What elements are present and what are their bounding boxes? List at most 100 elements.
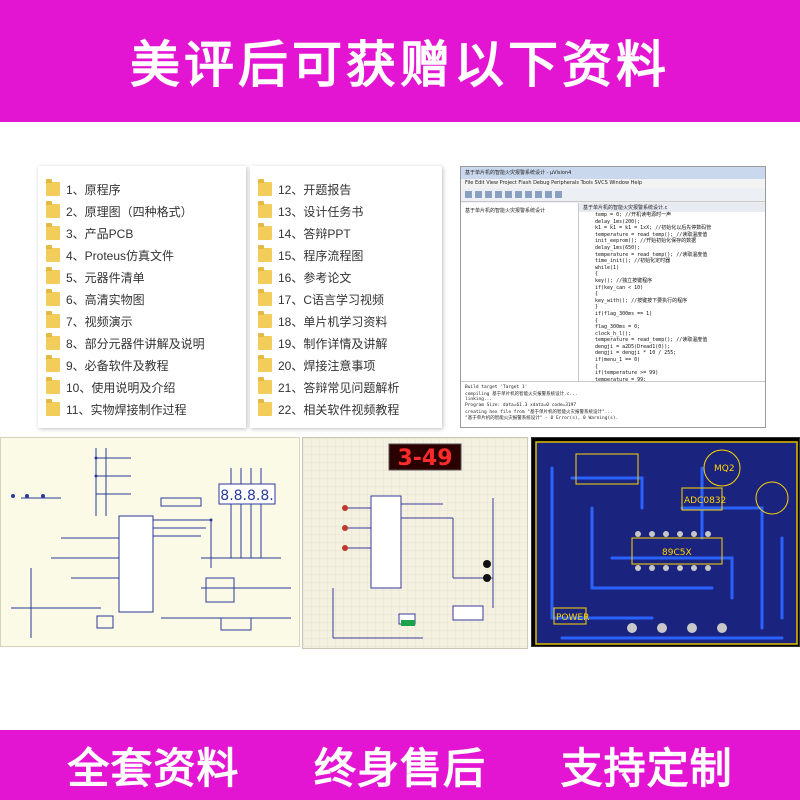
folder-item: 20、焊接注意事项 xyxy=(258,354,434,376)
code-line: { xyxy=(595,271,599,278)
folder-item: 6、高清实物图 xyxy=(46,288,238,310)
code-line: if(key_can < 10) xyxy=(595,284,644,291)
code-line: if(temperature >= 99) xyxy=(595,370,659,377)
build-output: Build target 'Target 1'compiling 基于单片机的智… xyxy=(461,381,765,427)
code-line: if(flag_300ms == 1) xyxy=(595,310,653,317)
code-line: } xyxy=(595,304,599,311)
folder-icon xyxy=(258,399,272,416)
ide-window-title: 基于单片机的智能火灾报警系统设计 - µVision4 xyxy=(461,167,765,179)
folder-label: 2、原理图（四种格式） xyxy=(66,204,193,219)
folder-icon xyxy=(258,223,272,240)
folder-item: 4、Proteus仿真文件 xyxy=(46,244,238,266)
folder-icon xyxy=(258,333,272,350)
pcb-label: ADC0832 xyxy=(684,496,726,506)
toolbar-icon xyxy=(515,191,522,198)
output-line: "基于单片机的智能火灾报警系统设计" - 0 Error(s), 0 Warni… xyxy=(465,416,619,421)
folder-label: 9、必备软件及教程 xyxy=(66,358,169,373)
folder-label: 11、实物焊接制作过程 xyxy=(66,402,187,417)
code-line: time_init(); //初始化定时器 xyxy=(595,258,671,265)
folder-icon xyxy=(46,267,60,284)
folder-item: 9、必备软件及教程 xyxy=(46,354,238,376)
output-line: Program Size: data=61.3 xdata=0 code=319… xyxy=(465,403,577,408)
folder-item: 8、部分元器件讲解及说明 xyxy=(46,332,238,354)
code-line: delay_1ms(200); xyxy=(595,218,641,225)
folder-item: 12、开题报告 xyxy=(258,178,434,200)
folder-label: 22、相关软件视频教程 xyxy=(278,402,400,417)
folder-icon xyxy=(46,311,60,328)
toolbar-icon xyxy=(495,191,502,198)
code-line: key_with(); //按键按下要执行的程序 xyxy=(595,297,688,304)
folder-label: 14、答辩PPT xyxy=(278,226,351,241)
folder-item: 15、程序流程图 xyxy=(258,244,434,266)
toolbar-icon xyxy=(475,191,482,198)
folder-icon xyxy=(258,245,272,262)
folder-icon xyxy=(258,179,272,196)
pcb-drawing: MQ2 ADC0832 89C5X POWER xyxy=(535,441,798,645)
code-line: temp = 0; //开机读电源时一声 xyxy=(595,212,672,218)
simulation-drawing: 3-49 xyxy=(303,438,529,650)
toolbar-icon xyxy=(485,191,492,198)
ide-project-panel: 基于单片机的智能火灾报警系统设计 xyxy=(461,203,579,381)
pcb-label: MQ2 xyxy=(714,464,735,474)
folder-label: 1、原程序 xyxy=(66,182,121,197)
folder-item: 19、制作详情及讲解 xyxy=(258,332,434,354)
folder-item: 7、视频演示 xyxy=(46,310,238,332)
ide-menubar: File Edit View Project Flash Debug Perip… xyxy=(461,179,765,188)
ide-screenshot: 基于单片机的智能火灾报警系统设计 - µVision4 File Edit Vi… xyxy=(460,166,766,428)
folder-icon xyxy=(46,355,60,372)
schematic-drawing: 8.8.8.8. xyxy=(11,448,291,638)
folder-label: 13、设计任务书 xyxy=(278,204,364,219)
folder-icon xyxy=(258,311,272,328)
folder-icon xyxy=(258,377,272,394)
code-line: delay_1ms(650); xyxy=(595,244,641,251)
folder-item: 14、答辩PPT xyxy=(258,222,434,244)
folder-label: 17、C语言学习视频 xyxy=(278,292,385,307)
folder-icon xyxy=(46,245,60,262)
pcb-image: MQ2 ADC0832 89C5X POWER xyxy=(531,437,800,647)
folder-label: 12、开题报告 xyxy=(278,182,352,197)
folder-list-left: 1、原程序 2、原理图（四种格式） 3、产品PCB 4、Proteus仿真文件 5、元器… xyxy=(38,166,246,428)
toolbar-icon xyxy=(465,191,472,198)
code-line: init_eeprom(); //开始初始化保存的数据 xyxy=(595,238,697,245)
folder-icon xyxy=(46,289,60,306)
folder-icon xyxy=(46,399,60,416)
schematic-7seg-text: 8.8.8.8. xyxy=(220,488,273,504)
code-line: k1 = k1 = k1 = 1xX; //初始化以后先停数码管 xyxy=(595,225,712,232)
folder-label: 10、使用说明及介绍 xyxy=(66,380,176,395)
folder-label: 15、程序流程图 xyxy=(278,248,364,263)
folder-item: 11、实物焊接制作过程 xyxy=(46,398,238,420)
folder-icon xyxy=(258,355,272,372)
folder-label: 6、高清实物图 xyxy=(66,292,145,307)
sim-display-text: 3-49 xyxy=(397,446,452,471)
toolbar-icon xyxy=(535,191,542,198)
folder-label: 16、参考论文 xyxy=(278,270,352,285)
folder-label: 8、部分元器件讲解及说明 xyxy=(66,336,205,351)
code-line: dengji = dengji * 10 / 255; xyxy=(595,350,677,357)
folder-item: 13、设计任务书 xyxy=(258,200,434,222)
toolbar-icon xyxy=(545,191,552,198)
bottom-banner: 全套资料终身售后支持定制 xyxy=(0,730,800,800)
editor-tab: 基于单片机的智能火灾报警系统设计.c xyxy=(579,203,765,212)
ide-toolbar xyxy=(461,188,765,202)
toolbar-icon xyxy=(505,191,512,198)
folder-item: 22、相关软件视频教程 xyxy=(258,398,434,420)
code-line: dengji = a2D5(Dread1(0)); xyxy=(595,343,671,350)
footer-slogan: 支持定制 xyxy=(560,743,733,793)
code-line: { xyxy=(595,317,599,324)
code-line: { xyxy=(595,363,599,370)
pcb-label: POWER xyxy=(556,613,589,623)
folder-label: 4、Proteus仿真文件 xyxy=(66,248,175,263)
top-banner: 美评后可获赠以下资料 xyxy=(0,0,800,122)
folder-label: 3、产品PCB xyxy=(66,226,134,241)
folder-item: 1、原程序 xyxy=(46,178,238,200)
folder-icon xyxy=(46,333,60,350)
folder-item: 5、元器件清单 xyxy=(46,266,238,288)
folder-icon xyxy=(46,223,60,240)
code-line: if(menu_1 == 0) xyxy=(595,357,641,364)
folder-label: 20、焊接注意事项 xyxy=(278,358,376,373)
footer-slogan: 全套资料 xyxy=(67,743,240,793)
folder-icon xyxy=(46,201,60,218)
code-line: temperature = read_temp(); //读取温度值 xyxy=(595,231,708,238)
folder-icon xyxy=(46,179,60,196)
